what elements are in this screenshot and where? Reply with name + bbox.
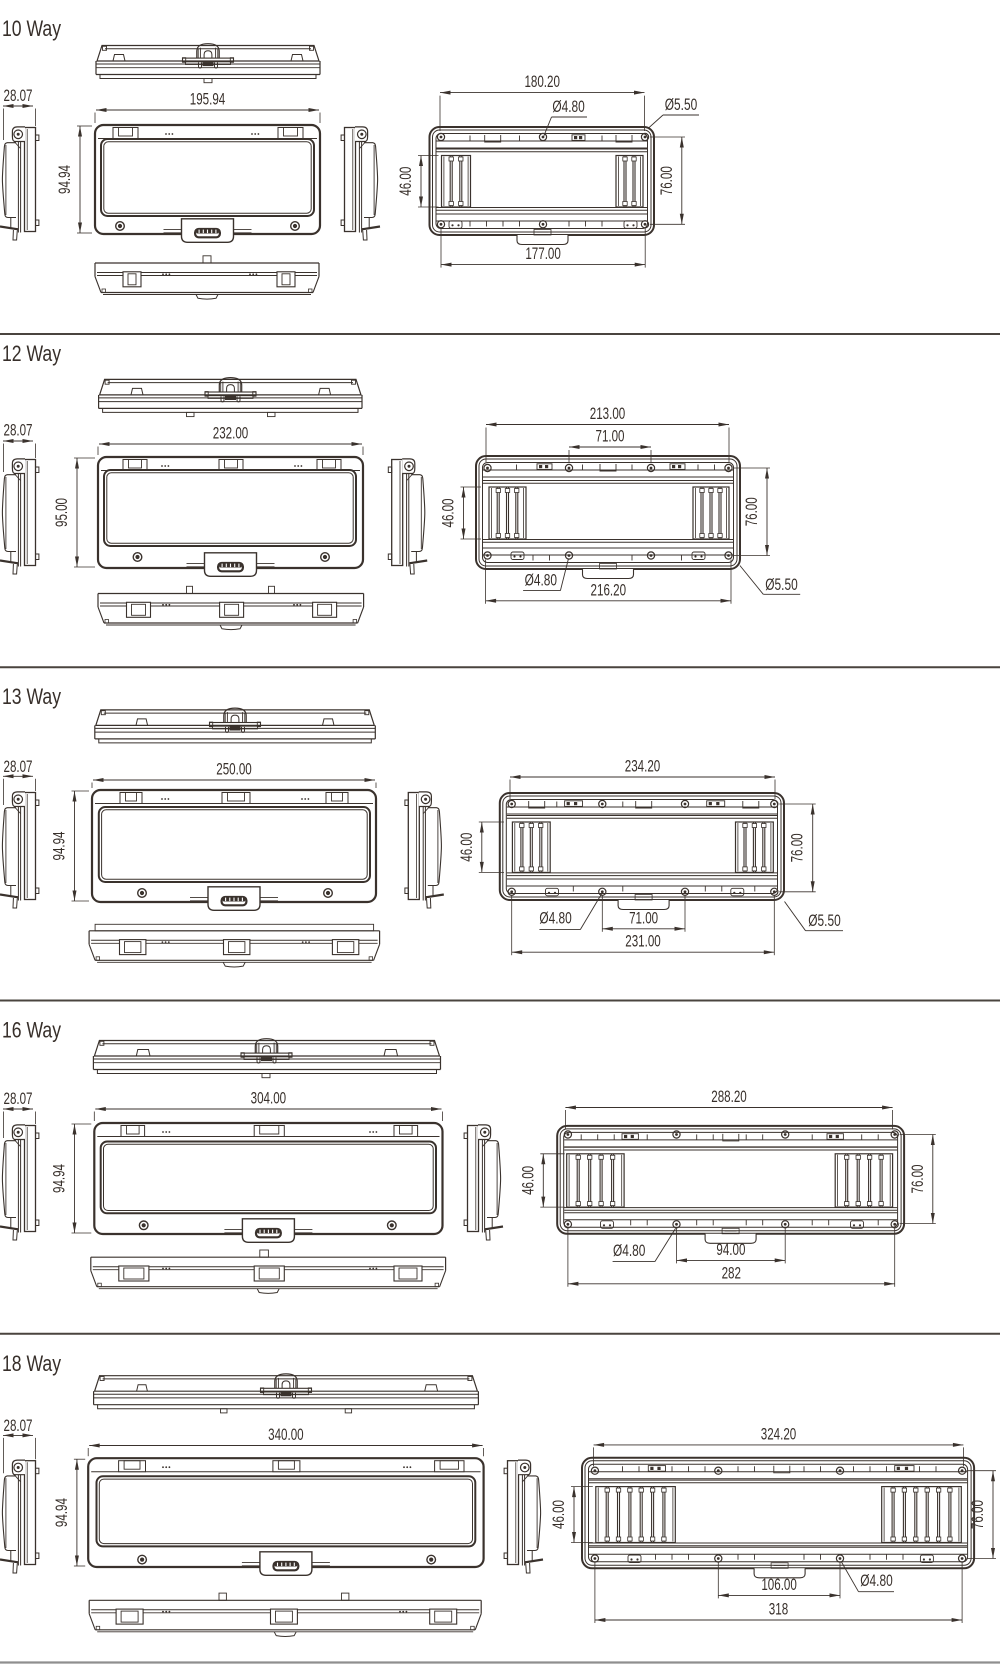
svg-text:76.00: 76.00 xyxy=(789,833,807,862)
svg-text:324.20: 324.20 xyxy=(761,1425,797,1443)
svg-text:180.20: 180.20 xyxy=(524,73,560,91)
svg-text:234.20: 234.20 xyxy=(625,758,661,776)
svg-text:71.00: 71.00 xyxy=(596,428,625,446)
svg-text:13 Way: 13 Way xyxy=(2,684,61,709)
svg-text:288.20: 288.20 xyxy=(711,1088,747,1106)
svg-text:10 Way: 10 Way xyxy=(2,16,61,41)
svg-text:216.20: 216.20 xyxy=(591,581,627,599)
svg-text:28.07: 28.07 xyxy=(4,87,33,105)
svg-text:46.00: 46.00 xyxy=(550,1500,568,1529)
svg-text:94.94: 94.94 xyxy=(51,832,69,861)
svg-text:76.00: 76.00 xyxy=(909,1165,927,1194)
svg-text:318: 318 xyxy=(769,1601,788,1619)
svg-text:46.00: 46.00 xyxy=(519,1166,537,1195)
svg-text:Ø5.50: Ø5.50 xyxy=(765,576,797,594)
svg-text:95.00: 95.00 xyxy=(53,498,71,527)
svg-text:Ø4.80: Ø4.80 xyxy=(860,1572,892,1590)
svg-text:28.07: 28.07 xyxy=(4,1090,33,1108)
svg-text:250.00: 250.00 xyxy=(216,761,252,779)
svg-text:282: 282 xyxy=(722,1264,741,1282)
svg-text:28.07: 28.07 xyxy=(4,422,33,440)
svg-text:340.00: 340.00 xyxy=(268,1426,304,1444)
svg-text:94.94: 94.94 xyxy=(53,1498,71,1527)
svg-text:213.00: 213.00 xyxy=(590,405,626,423)
svg-text:231.00: 231.00 xyxy=(625,933,661,951)
svg-text:304.00: 304.00 xyxy=(251,1090,287,1108)
svg-text:177.00: 177.00 xyxy=(525,245,561,263)
svg-text:94.00: 94.00 xyxy=(716,1241,745,1259)
svg-text:94.94: 94.94 xyxy=(51,1164,69,1193)
svg-text:Ø4.80: Ø4.80 xyxy=(525,572,557,590)
svg-text:71.00: 71.00 xyxy=(629,909,658,927)
svg-text:46.00: 46.00 xyxy=(397,167,415,196)
svg-text:Ø4.80: Ø4.80 xyxy=(539,910,571,928)
svg-text:28.07: 28.07 xyxy=(4,1417,33,1435)
svg-text:12 Way: 12 Way xyxy=(2,341,61,366)
svg-text:18 Way: 18 Way xyxy=(2,1351,61,1376)
svg-text:232.00: 232.00 xyxy=(213,425,249,443)
svg-text:76.00: 76.00 xyxy=(743,497,761,526)
svg-text:106.00: 106.00 xyxy=(761,1576,797,1594)
svg-text:Ø5.50: Ø5.50 xyxy=(665,96,697,114)
svg-text:46.00: 46.00 xyxy=(458,833,476,862)
svg-text:46.00: 46.00 xyxy=(440,499,458,528)
svg-text:Ø4.80: Ø4.80 xyxy=(613,1242,645,1260)
svg-text:Ø5.50: Ø5.50 xyxy=(808,912,840,930)
svg-text:195.94: 195.94 xyxy=(190,91,226,109)
svg-text:Ø4.80: Ø4.80 xyxy=(552,98,584,116)
svg-text:28.07: 28.07 xyxy=(4,758,33,776)
svg-text:94.94: 94.94 xyxy=(56,165,74,194)
svg-text:76.00: 76.00 xyxy=(969,1500,987,1529)
svg-text:76.00: 76.00 xyxy=(658,166,676,195)
svg-text:16 Way: 16 Way xyxy=(2,1018,61,1043)
